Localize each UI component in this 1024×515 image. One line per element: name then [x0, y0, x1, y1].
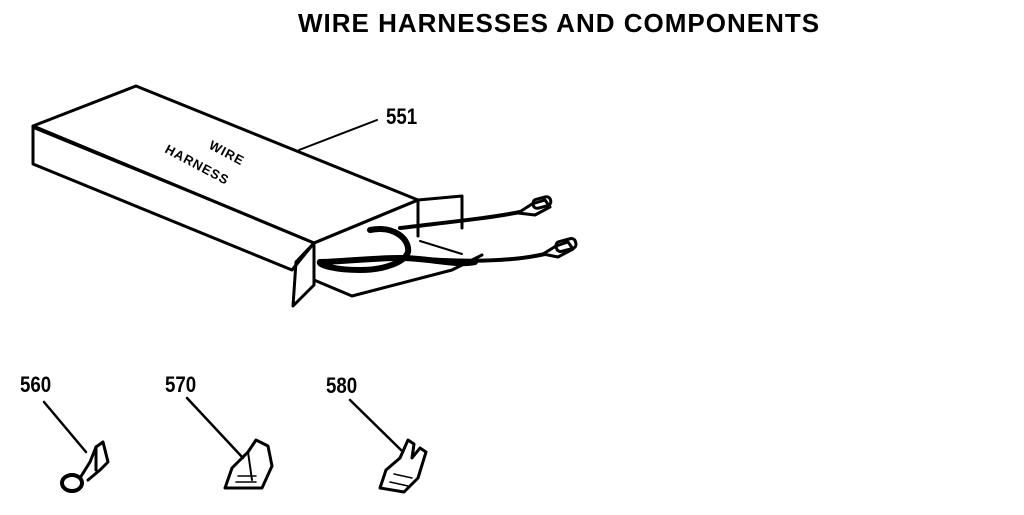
flag-terminal-570: [185, 396, 274, 490]
callout-551: 551: [386, 104, 418, 129]
harness-wires: [316, 195, 578, 273]
diagram-title: WIRE HARNESSES AND COMPONENTS: [298, 8, 821, 38]
callout-560: 560: [20, 372, 52, 397]
quick-disconnect-580: [348, 398, 428, 494]
ring-terminal-560: [42, 400, 110, 493]
callout-580: 580: [326, 373, 358, 398]
wire-harness-box: WIRE HARNESS: [31, 84, 484, 308]
callout-570: 570: [165, 372, 197, 397]
